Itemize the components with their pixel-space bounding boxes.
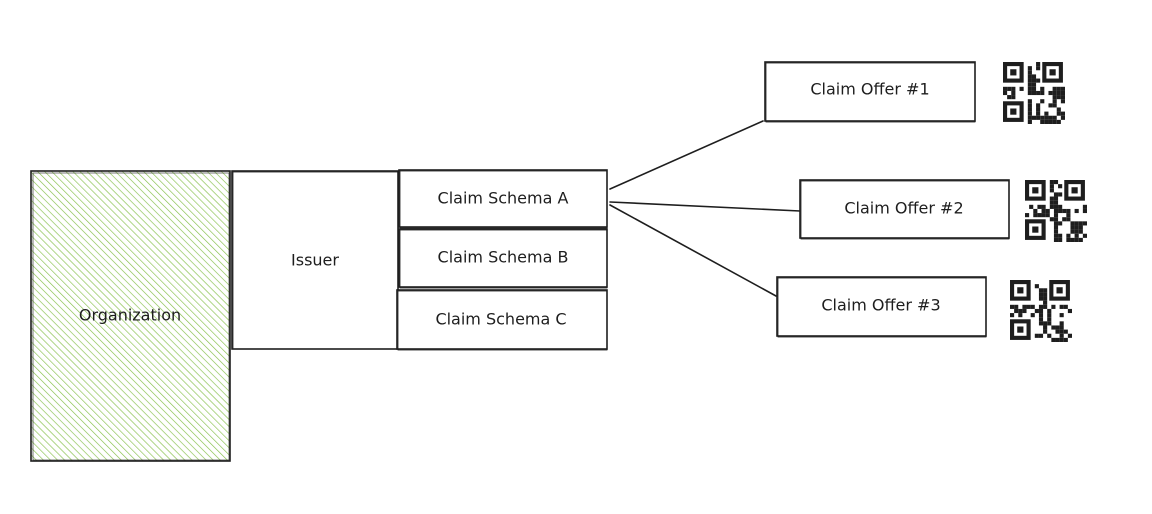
schema-node-a: Claim Schema A [398, 169, 608, 229]
offer-label-3: Claim Offer #3 [821, 296, 940, 315]
issuer-label: Issuer [291, 251, 339, 270]
offer-node-2: Claim Offer #2 [799, 179, 1010, 240]
issuer-node: Issuer [231, 170, 399, 350]
organization-node: Organization [30, 170, 231, 462]
qr-code-icon [1010, 280, 1072, 342]
issuer-box [231, 170, 399, 350]
organization-box [31, 171, 230, 461]
qr-code-icon [1003, 62, 1065, 124]
schema-node-c: Claim Schema C [396, 289, 608, 351]
organization-label: Organization [79, 306, 181, 325]
schema-label-b: Claim Schema B [438, 248, 569, 267]
qr-code-icon [1025, 180, 1087, 242]
offer-label-1: Claim Offer #1 [810, 80, 929, 99]
schema-node-b: Claim Schema B [398, 228, 608, 289]
offer-node-1: Claim Offer #1 [764, 61, 976, 123]
offer-node-3: Claim Offer #3 [776, 276, 987, 338]
connector-schema-a-offer-2 [609, 201, 801, 212]
connector-schema-a-offer-3 [609, 204, 777, 297]
schema-label-a: Claim Schema A [438, 189, 569, 208]
connector-schema-a-offer-1 [609, 120, 764, 190]
offer-label-2: Claim Offer #2 [844, 199, 963, 218]
schema-label-c: Claim Schema C [435, 310, 566, 329]
